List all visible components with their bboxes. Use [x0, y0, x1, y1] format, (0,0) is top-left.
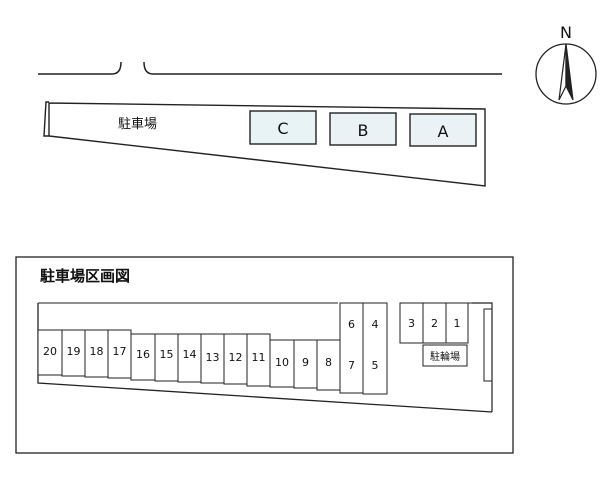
building-a: A [409, 113, 477, 147]
parking-plan-frame [15, 256, 514, 454]
bicycle-parking-label: 駐輪場 [430, 350, 460, 363]
parking-space-label: 8 [325, 356, 332, 369]
building-b-label: B [358, 121, 369, 140]
compass-north-label: N [560, 23, 572, 42]
parking-space-label: 7 [348, 359, 355, 372]
parking-space-box [37, 329, 63, 376]
parking-space-label: 18 [90, 345, 104, 358]
parking-space-label: 2 [431, 317, 438, 330]
parking-space-box [362, 302, 388, 395]
parking-space-label: 6 [348, 318, 355, 331]
parking-space-label: 15 [160, 348, 174, 361]
building-a-label: A [438, 122, 449, 141]
parking-space-label: 9 [302, 356, 309, 369]
parking-space-label: 3 [408, 317, 415, 330]
parking-space-label: 17 [113, 345, 127, 358]
parking-space-label: 19 [67, 345, 81, 358]
building-b: B [329, 112, 397, 146]
parking-space-box [130, 333, 156, 381]
top-site-plan: 駐車場 C B A [38, 61, 502, 187]
building-c: C [249, 110, 317, 145]
parking-space-label: 10 [275, 356, 289, 369]
parking-space-box [269, 339, 295, 388]
entrance-marker [483, 308, 492, 382]
parking-space-label: 16 [136, 348, 150, 361]
parking-space-label: 14 [183, 348, 197, 361]
parking-space-label: 20 [43, 345, 57, 358]
parking-space-label: 1 [454, 317, 461, 330]
north-arrow-icon [558, 43, 574, 101]
parking-spaces: 20 19 18 17 16 15 14 13 12 11 10 9 8 7 6 5 4 3 2 1 [37, 302, 472, 395]
parking-space-label: 12 [229, 351, 243, 364]
bicycle-parking: 駐輪場 [422, 344, 468, 367]
parking-plan-title: 駐車場区画図 [40, 267, 130, 285]
lot-outline [43, 101, 486, 187]
parking-lot-right-edge [472, 302, 493, 412]
compass: N [535, 23, 597, 105]
parking-space-label: 11 [252, 351, 266, 364]
parking-plan: 駐車場区画図 20 19 18 17 16 15 14 13 12 11 10 9 8 7 6 5 4 3 2 1 駐… [15, 256, 514, 454]
parking-space-box [445, 302, 469, 344]
lot-label: 駐車場 [118, 117, 157, 132]
building-c-label: C [277, 119, 288, 138]
parking-space-label: 4 [372, 318, 379, 331]
road-edge [143, 61, 502, 75]
parking-space-box [339, 302, 364, 394]
parking-space-label: 13 [206, 351, 220, 364]
parking-space-label: 5 [372, 359, 379, 372]
road-edge [38, 61, 122, 75]
bicycle-area-edge [399, 302, 472, 343]
